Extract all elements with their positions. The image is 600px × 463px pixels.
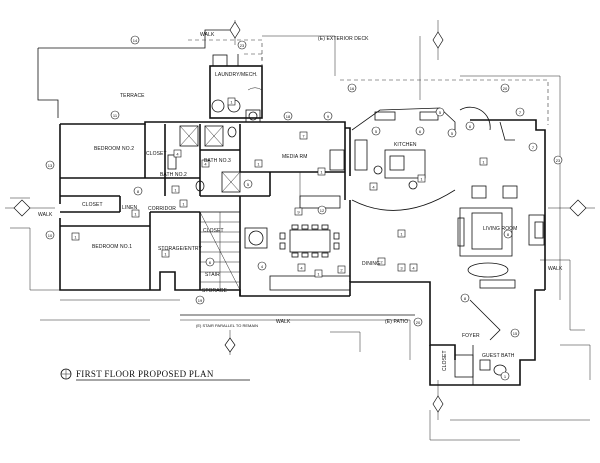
svg-text:5: 5: [247, 182, 250, 187]
bath-fixtures: [167, 125, 241, 193]
drawing-title: FIRST FLOOR PROPOSED PLAN: [76, 369, 214, 379]
svg-text:5: 5: [439, 110, 442, 115]
svg-text:10: 10: [48, 233, 53, 238]
svg-text:1: 1: [504, 374, 507, 379]
interior-walls: [60, 124, 346, 296]
laundry-label: LAUNDRY/MECH.: [215, 72, 258, 78]
svg-text:1: 1: [230, 100, 233, 105]
svg-text:9: 9: [297, 210, 300, 215]
svg-text:15: 15: [513, 331, 518, 336]
svg-text:9: 9: [327, 114, 330, 119]
kitchen-label: KITCHEN: [394, 142, 417, 148]
foyer-label: FOYER: [462, 333, 480, 339]
svg-text:2: 2: [380, 260, 383, 265]
svg-text:1: 1: [320, 170, 323, 175]
stair-label: STAIR: [205, 272, 220, 278]
svg-text:12: 12: [320, 208, 325, 213]
svg-text:16: 16: [350, 86, 355, 91]
linen-label: LINEN: [122, 205, 138, 211]
walk-left-label: WALK: [38, 212, 53, 218]
laundry-room: [209, 53, 263, 123]
svg-text:11: 11: [113, 113, 118, 118]
bedroom2-label: BEDROOM NO.2: [94, 146, 134, 152]
storage-entry-label: STORAGE/ENTRY: [158, 246, 202, 252]
closet-top-label: CLOSET: [82, 202, 103, 208]
svg-text:4: 4: [412, 266, 415, 271]
corridor-label: CORRIDOR: [148, 206, 176, 212]
svg-text:4: 4: [176, 152, 179, 157]
walk-bottom-label: WALK: [276, 319, 291, 325]
room-labels: WALK (E) EXTERIOR DECK LAUNDRY/MECH. TER…: [38, 32, 563, 371]
dining-label: DINING: [362, 261, 380, 267]
patio-label: (E) PATIO: [385, 319, 408, 325]
keynote-tags: 7 1 1 9 1 2 3 4 1 1 2 4 4 1 1 1 1 1 4 1 …: [71, 97, 488, 278]
kitchen-layout: [351, 106, 515, 211]
svg-text:8: 8: [137, 189, 140, 194]
svg-text:23: 23: [556, 158, 561, 163]
svg-text:19: 19: [198, 298, 203, 303]
svg-text:20: 20: [503, 86, 508, 91]
svg-text:4: 4: [261, 264, 264, 269]
svg-text:7: 7: [519, 110, 522, 115]
closet-stair-label: CLOSET: [203, 228, 224, 234]
closet-foyer-label: CLOSET: [442, 350, 448, 371]
site-outline: [10, 29, 591, 441]
svg-text:1: 1: [164, 252, 167, 257]
drawing-title-block: FIRST FLOOR PROPOSED PLAN: [60, 368, 250, 381]
svg-text:7: 7: [302, 134, 305, 139]
svg-text:18: 18: [286, 114, 291, 119]
dining-set: [269, 224, 351, 291]
living-room-label: LIVING ROOM: [483, 226, 517, 232]
svg-text:4: 4: [372, 185, 375, 190]
svg-text:1: 1: [182, 202, 185, 207]
svg-text:8: 8: [464, 296, 467, 301]
svg-text:4: 4: [204, 162, 207, 167]
door-window-tags: 14 23 11 18 9 13 10 8 5 12 5 6 5 6 7 7 2…: [45, 35, 563, 381]
living-furniture: [457, 185, 518, 289]
stair: [199, 211, 268, 291]
svg-text:1: 1: [74, 235, 77, 240]
walk-right-label: WALK: [548, 266, 563, 272]
walk-top-label: WALK: [200, 32, 215, 38]
terrace-label: TERRACE: [120, 93, 145, 99]
svg-text:20: 20: [416, 320, 421, 325]
svg-text:6: 6: [209, 260, 212, 265]
bath2-label: BATH NO.2: [160, 172, 187, 178]
svg-text:1: 1: [317, 272, 320, 277]
section-markers: [5, 20, 595, 420]
svg-text:23: 23: [240, 43, 245, 48]
entry-area: [454, 299, 507, 385]
svg-text:5: 5: [375, 129, 378, 134]
guest-bath-label: GUEST BATH: [482, 353, 515, 359]
exterior-deck-label: (E) EXTERIOR DECK: [318, 36, 369, 42]
svg-text:6: 6: [469, 124, 472, 129]
svg-text:1: 1: [174, 188, 177, 193]
svg-text:8: 8: [507, 232, 510, 237]
svg-text:1: 1: [420, 177, 423, 182]
bath3-label: BATH NO.3: [204, 158, 231, 164]
svg-text:4: 4: [300, 266, 303, 271]
storage-label: STORAGE: [202, 288, 228, 294]
svg-text:3: 3: [400, 266, 403, 271]
svg-text:13: 13: [48, 163, 53, 168]
svg-text:1: 1: [400, 232, 403, 237]
svg-text:5: 5: [451, 131, 454, 136]
svg-text:1: 1: [134, 212, 137, 217]
svg-text:1: 1: [482, 160, 485, 165]
svg-text:1: 1: [257, 162, 260, 167]
closet-bedroom2-label: CLOSET: [146, 151, 167, 157]
stair-note-label: (E) STAIR PARALLEL TO REMAIN: [196, 323, 258, 328]
svg-text:2: 2: [340, 268, 343, 273]
media-room-label: MEDIA RM: [282, 154, 308, 160]
svg-text:14: 14: [133, 38, 138, 43]
svg-text:7: 7: [532, 145, 535, 150]
bedroom1-label: BEDROOM NO.1: [92, 244, 132, 250]
svg-text:6: 6: [419, 129, 422, 134]
